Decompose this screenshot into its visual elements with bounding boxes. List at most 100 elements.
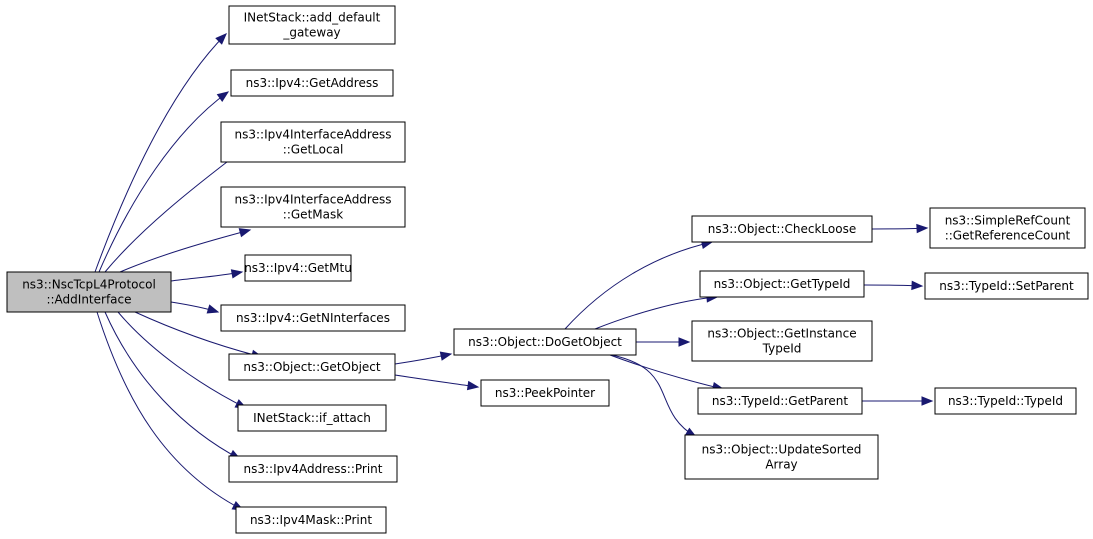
node-ns3-ipv4-getninterfaces[interactable]: ns3::Ipv4::GetNInterfaces [220,304,406,332]
node-label: ns3::Object::GetInstance [707,327,856,341]
node-ns3-typeid-setparent[interactable]: ns3::TypeId::SetParent [924,272,1089,300]
node-ns3-ipv4-getaddress[interactable]: ns3::Ipv4::GetAddress [230,69,394,97]
edge-n0-n1 [94,33,227,273]
edge-line [96,311,244,511]
node-box [228,455,398,483]
node-box [684,434,879,480]
node-box [228,353,396,381]
edge-n11-n13 [564,239,714,330]
nodes-layer: ns3::NscTcpL4Protocol::AddInterfaceINetS… [6,5,1089,534]
edge-n7-n12 [394,374,480,391]
arrowhead [215,33,227,45]
node-ns3-ipv4-getmtu[interactable]: ns3::Ipv4::GetMtu [244,254,352,282]
node-label: ::GetMask [283,208,343,222]
node-ns3-object-gettypeid[interactable]: ns3::Object::GetTypeId [699,270,865,298]
arrowhead [916,223,929,234]
node-box [228,5,396,45]
node-label: ns3::TypeId::TypeId [948,394,1063,408]
node-ns3-ipv4interfaceaddress-getmask[interactable]: ns3::Ipv4InterfaceAddress::GetMask [220,186,406,228]
node-ns3-typeid-typeid[interactable]: ns3::TypeId::TypeId [934,387,1077,415]
edge-line [94,33,227,273]
edge-line [609,354,724,390]
arrowhead [678,337,691,347]
edge-line [564,241,713,330]
edge-line [104,311,241,460]
arrowhead [466,380,480,391]
node-box [220,186,406,228]
node-box [480,379,610,407]
node-label: ::GetLocal [283,143,344,157]
node-label: ns3::Object::UpdateSorted [702,443,862,457]
edge-n11-n15 [635,337,691,347]
node-box [220,121,406,163]
edge-n0-n6 [170,301,220,314]
node-label: ns3::Ipv4InterfaceAddress [235,128,392,142]
edge-line [134,311,263,358]
node-label: ns3::NscTcpL4Protocol [22,278,156,292]
edge-n16-n20 [862,396,934,406]
node-ns3-ipv4address-print[interactable]: ns3::Ipv4Address::Print [228,455,398,483]
node-box [924,272,1089,300]
node-box [697,387,863,415]
node-inetstack-if-attach[interactable]: INetStack::if_attach [237,404,387,432]
node-label: ns3::PeekPointer [495,386,595,400]
node-label: _gateway [282,26,340,40]
node-box [929,207,1086,249]
edges-layer [94,33,934,511]
edge-line [119,229,251,273]
node-ns3-object-getobject[interactable]: ns3::Object::GetObject [228,353,396,381]
node-label: ns3::Ipv4Mask::Print [250,513,372,527]
edge-n14-n19 [863,280,924,291]
node-box [235,506,387,534]
arrowhead [206,304,220,314]
node-label: ns3::Ipv4InterfaceAddress [235,193,392,207]
node-label: ns3::TypeId::GetParent [712,394,848,408]
node-box [934,387,1077,415]
node-ns3-ipv4mask-print[interactable]: ns3::Ipv4Mask::Print [235,506,387,534]
node-ns3-nsctcpl4protocol-addinterface[interactable]: ns3::NscTcpL4Protocol::AddInterface [6,271,172,313]
edge-n7-n11 [394,351,453,365]
node-label: ns3::Object::GetObject [243,360,381,374]
node-inetstack-add-default-gateway[interactable]: INetStack::add_default_gateway [228,5,396,45]
edge-n0-n9 [104,311,242,460]
edge-line [98,91,229,273]
node-box [6,271,172,313]
node-label: TypeId [762,342,802,356]
edge-n11-n17 [611,354,698,438]
arrowhead [911,280,924,291]
node-label: INetStack::if_attach [253,411,371,425]
node-box [244,254,352,282]
arrowhead [439,351,453,361]
node-ns3-typeid-getparent[interactable]: ns3::TypeId::GetParent [697,387,863,415]
node-ns3-simplerefcount-getreferencecount[interactable]: ns3::SimpleRefCount::GetReferenceCount [929,207,1086,249]
node-box [691,215,873,243]
edge-n13-n18 [871,223,929,234]
node-label: ns3::Ipv4::GetNInterfaces [236,311,390,325]
node-label: ns3::Object::GetTypeId [714,277,851,291]
node-ns3-ipv4interfaceaddress-getlocal[interactable]: ns3::Ipv4InterfaceAddress::GetLocal [220,121,406,163]
node-ns3-object-checkloose[interactable]: ns3::Object::CheckLoose [691,215,873,243]
node-label: ::GetReferenceCount [945,229,1071,243]
node-label: ::AddInterface [46,293,131,307]
arrowhead [921,396,934,406]
node-label: ns3::Ipv4Address::Print [244,462,383,476]
node-label: ns3::TypeId::SetParent [939,279,1074,293]
node-label: ns3::SimpleRefCount [945,214,1071,228]
edge-n0-n4 [119,228,252,273]
edge-line [394,374,479,388]
node-box [237,404,387,432]
node-label: Array [765,458,797,472]
node-label: ns3::Ipv4::GetMtu [244,261,352,275]
edge-n0-n3 [104,151,242,273]
node-ns3-object-dogetobject[interactable]: ns3::Object::DoGetObject [453,328,637,356]
node-box [691,320,873,362]
node-box [453,328,637,356]
edge-line [117,311,247,409]
edge-n0-n2 [98,91,230,273]
edge-line [594,296,718,330]
edge-line [104,151,241,273]
node-ns3-peekpointer[interactable]: ns3::PeekPointer [480,379,610,407]
